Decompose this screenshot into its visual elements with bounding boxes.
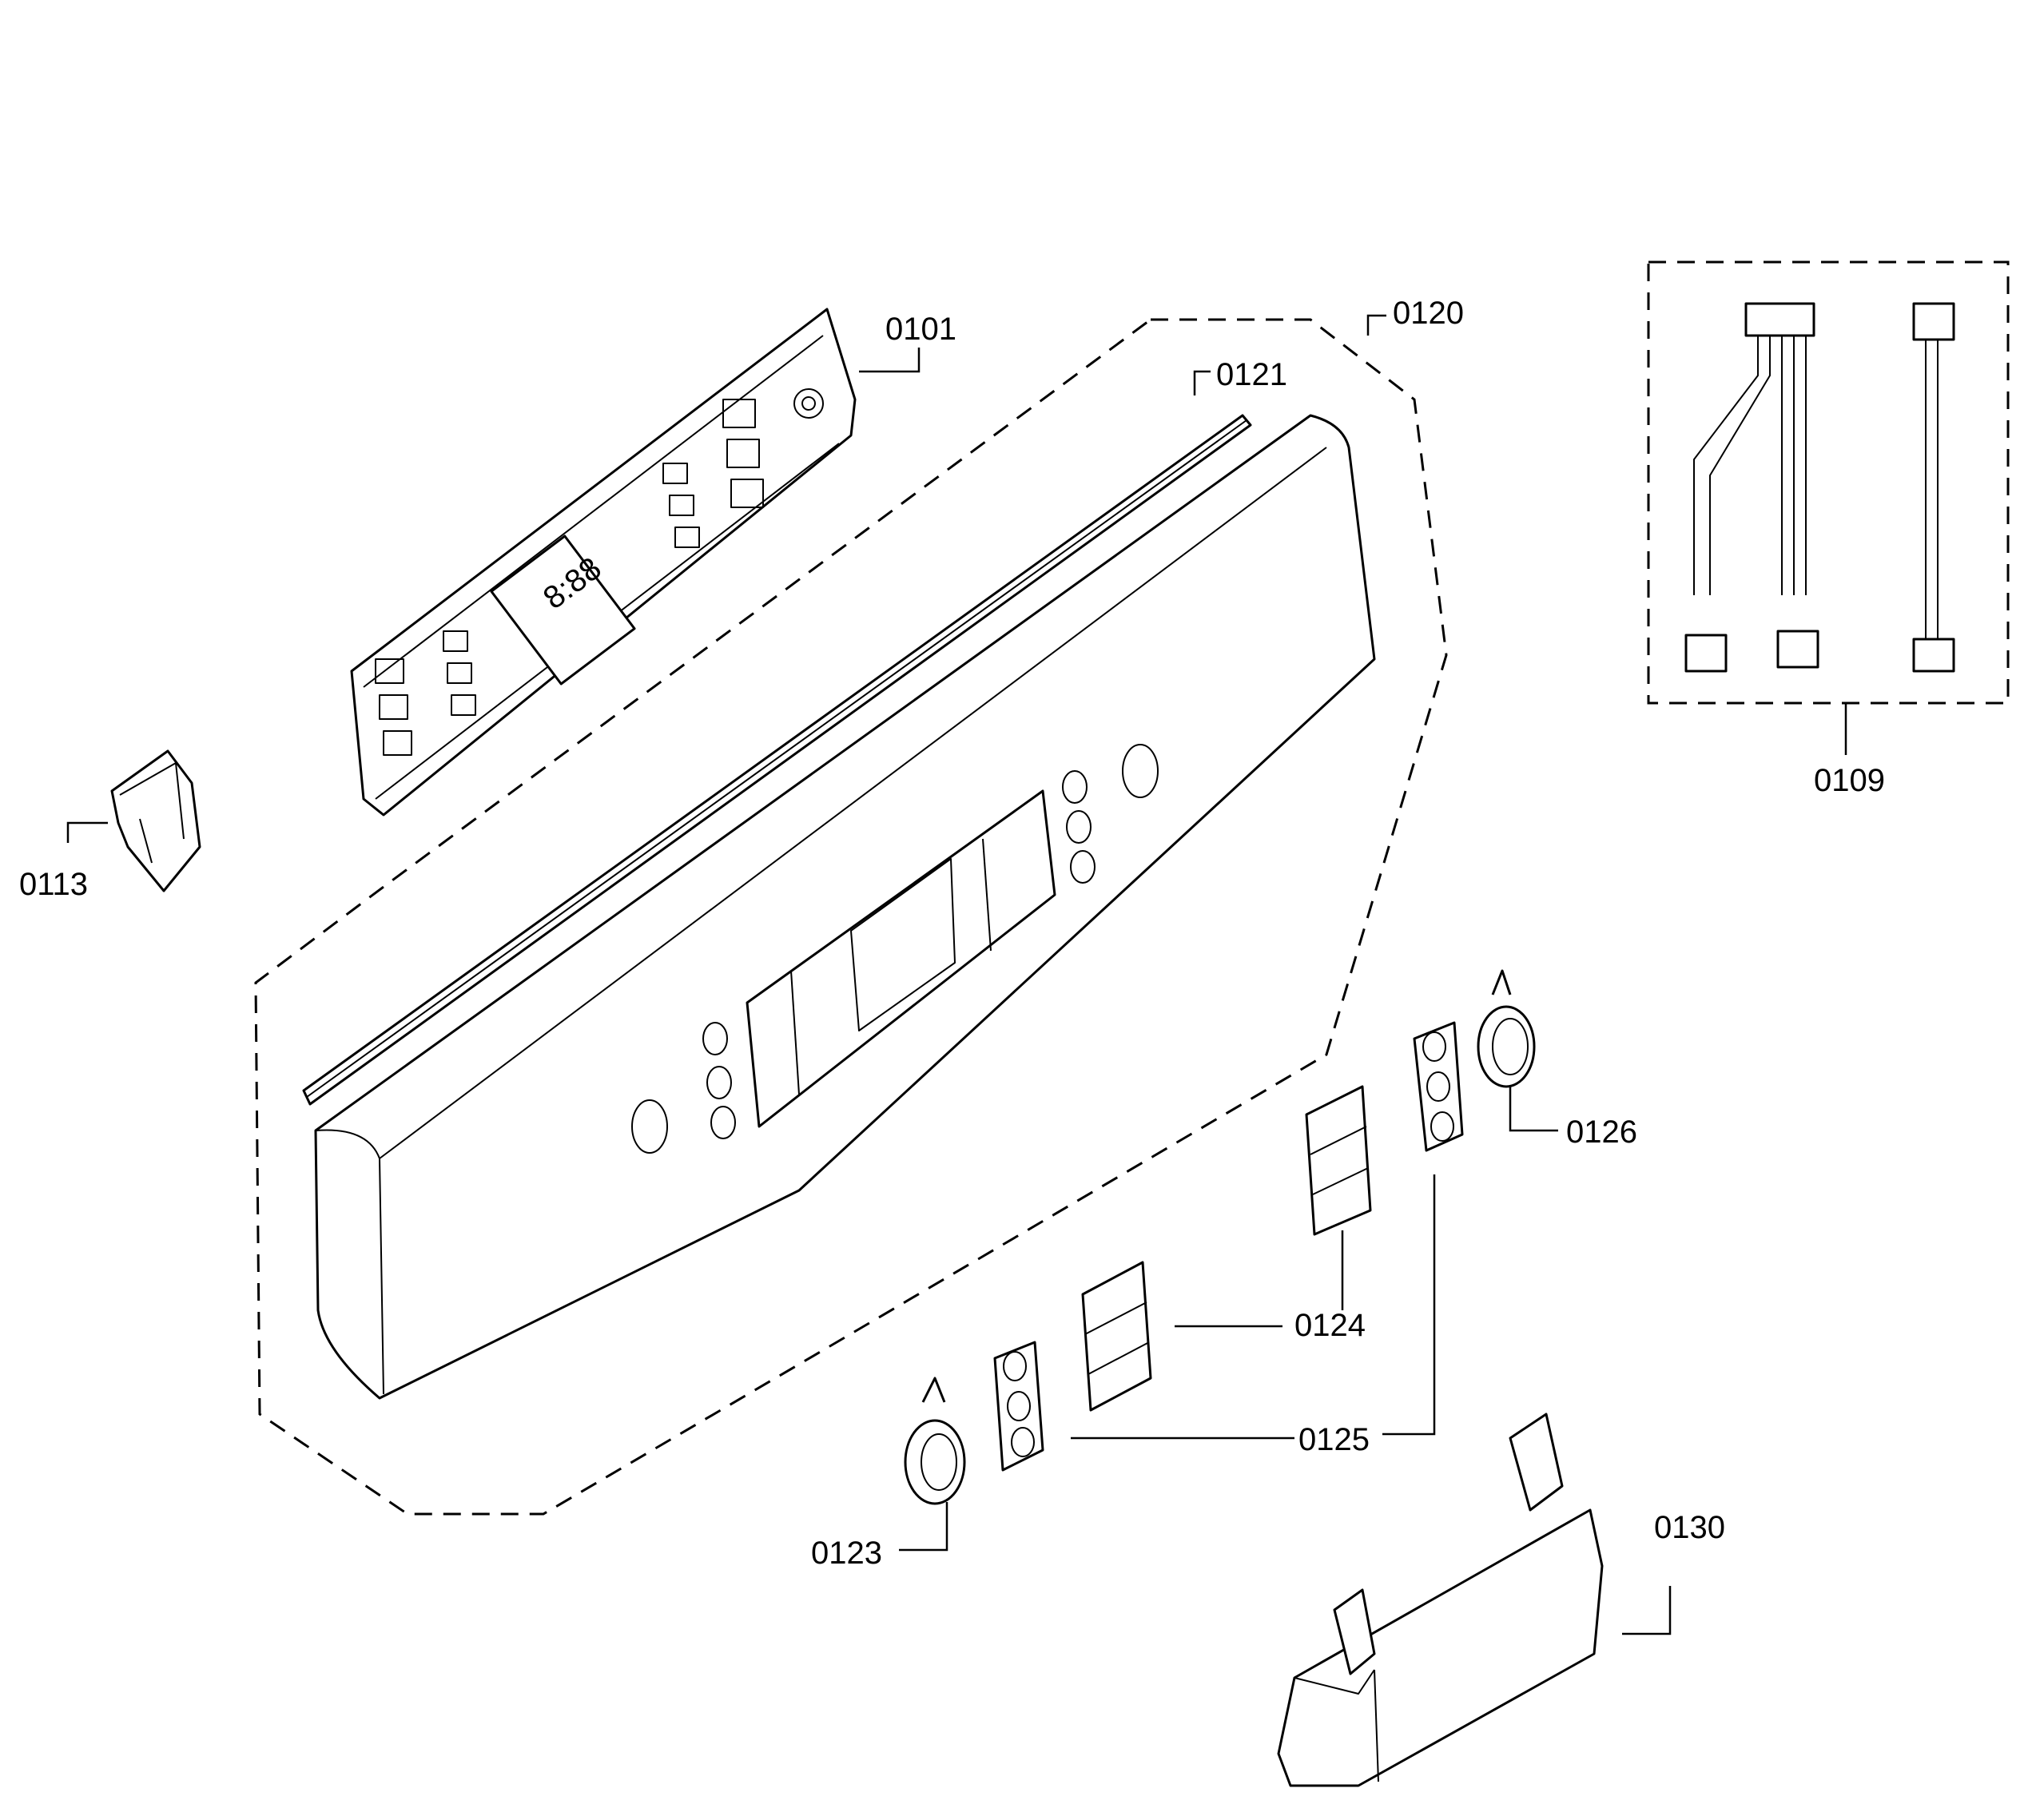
seal-strip-0121 [302,414,1252,1106]
label-0101: 0101 [885,312,956,347]
group-outline-0120 [254,318,1448,1516]
connector-clip-0113 [110,749,201,892]
group-outline-0109 [1647,260,2010,705]
label-0113: 0113 [19,867,88,902]
button-block-0124-lower [1081,1261,1152,1412]
label-0121: 0121 [1216,357,1287,392]
knob-0123 [904,1377,966,1505]
label-0123: 0123 [811,1536,882,1571]
wiring-harness-0109 [1684,302,1955,673]
label-0120: 0120 [1393,296,1464,331]
label-0124-upper: 0124 [1294,1308,1366,1343]
knob-0126 [1477,969,1536,1088]
label-0125: 0125 [1298,1422,1370,1457]
label-0126: 0126 [1566,1115,1637,1150]
leader-lines [66,314,1847,1635]
label-0109: 0109 [1814,763,1885,798]
control-module-0101: 8:88 [350,308,857,817]
control-panel-0120 [314,414,1376,1400]
button-strip-0125-upper [1413,1021,1464,1152]
bracket-0130 [1277,1413,1604,1787]
button-block-0124-upper [1305,1085,1372,1236]
button-strip-0125-lower [993,1341,1044,1472]
label-0130: 0130 [1654,1510,1725,1545]
